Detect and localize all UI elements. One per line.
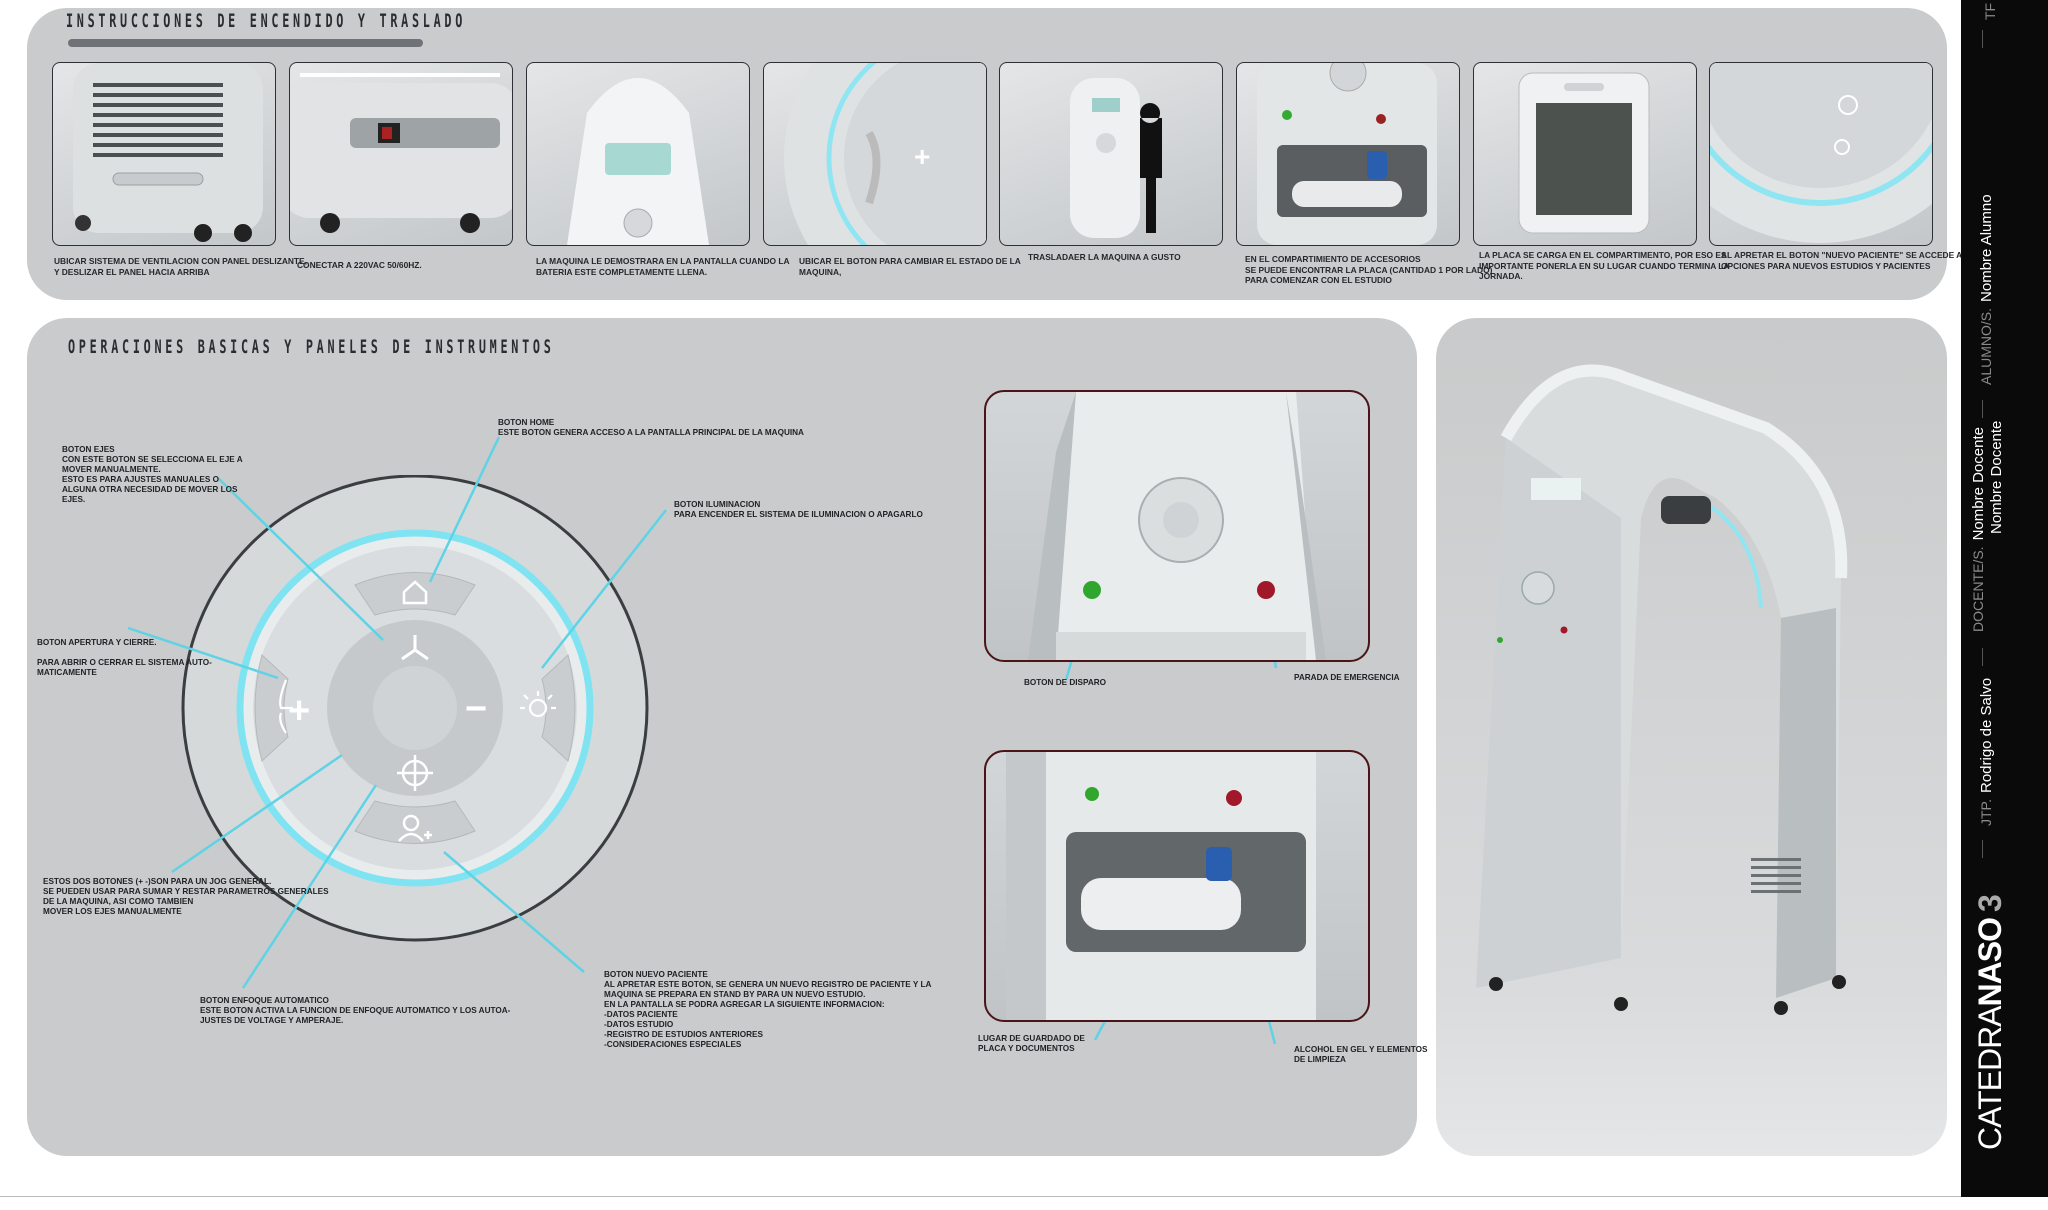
thumb-battery-screen xyxy=(526,62,750,246)
minus-icon: − xyxy=(465,688,487,730)
machine-render xyxy=(1476,364,1848,1015)
axes-icon xyxy=(401,635,429,661)
sidebar-tf-label: TF xyxy=(1982,2,1998,20)
svg-text:+: + xyxy=(914,141,930,172)
annotation-axes: BOTON EJES CON ESTE BOTON SE SELECCIONA … xyxy=(62,445,243,504)
section1-title: INSTRUCCIONES DE ENCENDIDO Y TRASLADO xyxy=(66,10,467,32)
sidebar-docente-2: Nombre Docente xyxy=(1988,421,2005,534)
thumb-state-button: + xyxy=(763,62,987,246)
plus-icon: + xyxy=(288,690,310,732)
caption-4: UBICAR EL BOTON PARA CAMBIAR EL ESTADO D… xyxy=(799,256,1021,277)
alumnos-label: ALUMNO/S. xyxy=(1978,307,1994,385)
sidebar-jtp: JTP. Rodrigo de Salvo xyxy=(1978,678,1995,826)
section2-title: OPERACIONES BASICAS Y PANELES DE INSTRUM… xyxy=(68,336,555,358)
caption-1: UBICAR SISTEMA DE VENTILACION CON PANEL … xyxy=(54,256,307,277)
docentes-label: DOCENTE/S. xyxy=(1970,546,1986,632)
brand-logo: CATEDRANASO 3 xyxy=(1972,895,2009,1150)
annotation-autofocus: BOTON ENFOQUE AUTOMATICO ESTE BOTON ACTI… xyxy=(200,996,511,1025)
separator-2 xyxy=(1982,400,1983,418)
annotation-storage: LUGAR DE GUARDADO DE PLACA Y DOCUMENTOS xyxy=(978,1034,1085,1053)
caption-3: LA MAQUINA LE DEMOSTRARA EN LA PANTALLA … xyxy=(536,256,790,277)
sidebar xyxy=(1961,0,2048,1197)
separator-3 xyxy=(1982,648,1983,666)
annotation-trigger: BOTON DE DISPARO xyxy=(1024,678,1107,687)
sidebar-alumnos: ALUMNO/S. Nombre Alumno xyxy=(1978,194,1995,385)
thumb-new-patient xyxy=(1709,62,1933,246)
docente-name-1: Nombre Docente xyxy=(1970,427,1987,541)
photo-accessory-compartment xyxy=(984,750,1370,1022)
thumb-plate xyxy=(1473,62,1697,246)
separator-1 xyxy=(1982,30,1983,48)
thumb-ventilation xyxy=(52,62,276,246)
annotation-alcohol: ALCOHOL EN GEL Y ELEMENTOS DE LIMPIEZA xyxy=(1294,1045,1428,1064)
sidebar-tf: TF xyxy=(1982,3,1998,20)
annotation-jog: ESTOS DOS BOTONES (+ -)SON PARA UN JOG G… xyxy=(43,877,329,916)
control-panel-diagram: + − xyxy=(181,475,649,942)
sidebar-docentes: DOCENTE/S. Nombre Docente xyxy=(1970,427,1987,632)
open-close-icon xyxy=(279,679,293,734)
separator-4 xyxy=(1982,840,1983,858)
bottom-rule xyxy=(0,1196,1961,1197)
home-icon xyxy=(402,580,428,605)
focus-icon xyxy=(397,755,433,791)
photo-front-panel xyxy=(984,390,1370,662)
thumb-power-connector xyxy=(289,62,513,246)
jtp-name: Rodrigo de Salvo xyxy=(1978,677,1995,794)
annotation-home: BOTON HOME ESTE BOTON GENERA ACCESO A LA… xyxy=(498,418,804,437)
caption-8: AL APRETAR EL BOTON "NUEVO PACIENTE" SE … xyxy=(1721,250,1981,271)
section1-title-underline xyxy=(68,39,423,47)
docente-name-2: Nombre Docente xyxy=(1988,420,2005,534)
brand-bold: NASO xyxy=(1972,918,2008,1007)
brand-light: CATEDRA xyxy=(1972,1006,2008,1150)
jtp-label: JTP. xyxy=(1978,799,1994,826)
light-icon xyxy=(520,691,556,718)
add-user-icon xyxy=(398,814,432,842)
alumno-name: Nombre Alumno xyxy=(1978,194,1995,302)
caption-6: EN EL COMPARTIMIENTO DE ACCESORIOS SE PU… xyxy=(1245,254,1493,285)
caption-5: TRASLADAER LA MAQUINA A GUSTO xyxy=(1028,252,1181,262)
caption-7: LA PLACA SE CARGA EN EL COMPARTIMENTO, P… xyxy=(1479,250,1730,281)
annotation-lighting: BOTON ILUMINACION PARA ENCENDER EL SISTE… xyxy=(674,500,923,519)
annotation-open-close: BOTON APERTURA Y CIERRE. PARA ABRIR O CE… xyxy=(37,638,212,677)
caption-2: CONECTAR A 220VAC 50/60HZ. xyxy=(297,260,422,270)
annotation-new-patient: BOTON NUEVO PACIENTE AL APRETAR ESTE BOT… xyxy=(604,970,932,1049)
annotation-emergency-stop: PARADA DE EMERGENCIA xyxy=(1294,673,1400,682)
thumb-transport xyxy=(999,62,1223,246)
brand-number: 3 xyxy=(1972,895,2008,913)
thumb-accessories xyxy=(1236,62,1460,246)
